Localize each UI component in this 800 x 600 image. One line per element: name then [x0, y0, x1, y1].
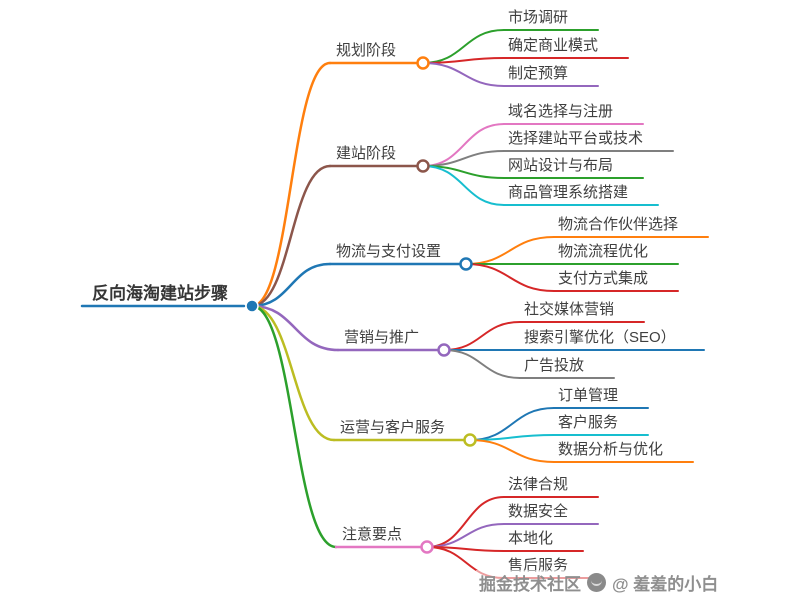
child-product-management-system[interactable]: 商品管理系统搭建 — [508, 184, 629, 201]
link-marketing-to-advertising — [443, 349, 521, 379]
root-node[interactable]: 反向海淘建站步骤 — [92, 284, 228, 303]
branch-logistics-payment[interactable]: 物流与支付设置 — [336, 243, 442, 260]
child-market-research[interactable]: 市场调研 — [508, 9, 569, 26]
link-site-to-domain — [422, 123, 505, 167]
link-root-to-key-points — [250, 304, 338, 549]
child-business-model[interactable]: 确定商业模式 — [508, 37, 599, 54]
child-budget[interactable]: 制定预算 — [508, 65, 569, 82]
link-marketing-to-social — [443, 321, 521, 351]
site-building-toggle[interactable] — [416, 159, 430, 173]
link-logistics-to-payment — [465, 263, 555, 292]
link-root-to-marketing — [250, 304, 340, 352]
logistics-payment-toggle[interactable] — [459, 257, 473, 271]
child-payment-integration[interactable]: 支付方式集成 — [558, 270, 649, 287]
child-domain-registration[interactable]: 域名选择与注册 — [508, 103, 614, 120]
link-site-to-product-system — [422, 165, 505, 206]
child-after-sales-service[interactable]: 售后服务 — [508, 557, 569, 574]
child-data-analysis[interactable]: 数据分析与优化 — [558, 441, 664, 458]
branch-site-building[interactable]: 建站阶段 — [336, 145, 397, 162]
child-customer-service[interactable]: 客户服务 — [558, 414, 619, 431]
child-order-management[interactable]: 订单管理 — [558, 387, 619, 404]
branch-operations-customer-service[interactable]: 运营与客户服务 — [340, 419, 446, 436]
link-root-to-operations — [250, 304, 336, 442]
watermark-site-name: 掘金技术社区 — [479, 575, 581, 594]
child-logistics-process[interactable]: 物流流程优化 — [558, 243, 649, 260]
child-platform-selection[interactable]: 选择建站平台或技术 — [508, 130, 644, 147]
link-logistics-to-partner — [465, 236, 555, 265]
link-keypoints-to-legal — [426, 496, 505, 548]
child-data-security[interactable]: 数据安全 — [508, 503, 569, 520]
link-planning-to-business-model — [422, 57, 505, 64]
child-logistics-partner[interactable]: 物流合作伙伴选择 — [558, 216, 679, 233]
key-points-toggle[interactable] — [420, 540, 434, 554]
root-node-toggle[interactable] — [245, 299, 259, 313]
link-planning-to-budget — [422, 62, 505, 87]
branch-planning-stage[interactable]: 规划阶段 — [336, 42, 397, 59]
link-operations-to-data-analysis — [469, 439, 555, 463]
planning-stage-toggle[interactable] — [416, 56, 430, 70]
child-localization[interactable]: 本地化 — [508, 530, 554, 547]
child-legal-compliance[interactable]: 法律合规 — [508, 476, 569, 493]
watermark-avatar-icon — [587, 573, 606, 592]
link-root-to-logistics-payment — [250, 262, 332, 308]
watermark-author-handle: @ 羞羞的小白 — [612, 575, 719, 594]
link-root-to-site-building — [250, 164, 332, 308]
link-keypoints-to-security — [426, 523, 505, 548]
link-operations-to-customer-service — [469, 434, 555, 441]
child-social-media-marketing[interactable]: 社交媒体营销 — [524, 301, 615, 318]
marketing-toggle[interactable] — [437, 343, 451, 357]
branch-key-points[interactable]: 注意要点 — [342, 526, 403, 543]
child-website-design[interactable]: 网站设计与布局 — [508, 157, 614, 174]
link-root-to-planning-stage — [250, 61, 332, 308]
operations-toggle[interactable] — [463, 433, 477, 447]
watermark: 掘金技术社区 @ 羞羞的小白 — [476, 570, 722, 595]
branch-marketing-promotion[interactable]: 营销与推广 — [344, 329, 420, 346]
child-seo[interactable]: 搜索引擎优化（SEO） — [524, 329, 676, 346]
child-advertising[interactable]: 广告投放 — [524, 357, 585, 374]
